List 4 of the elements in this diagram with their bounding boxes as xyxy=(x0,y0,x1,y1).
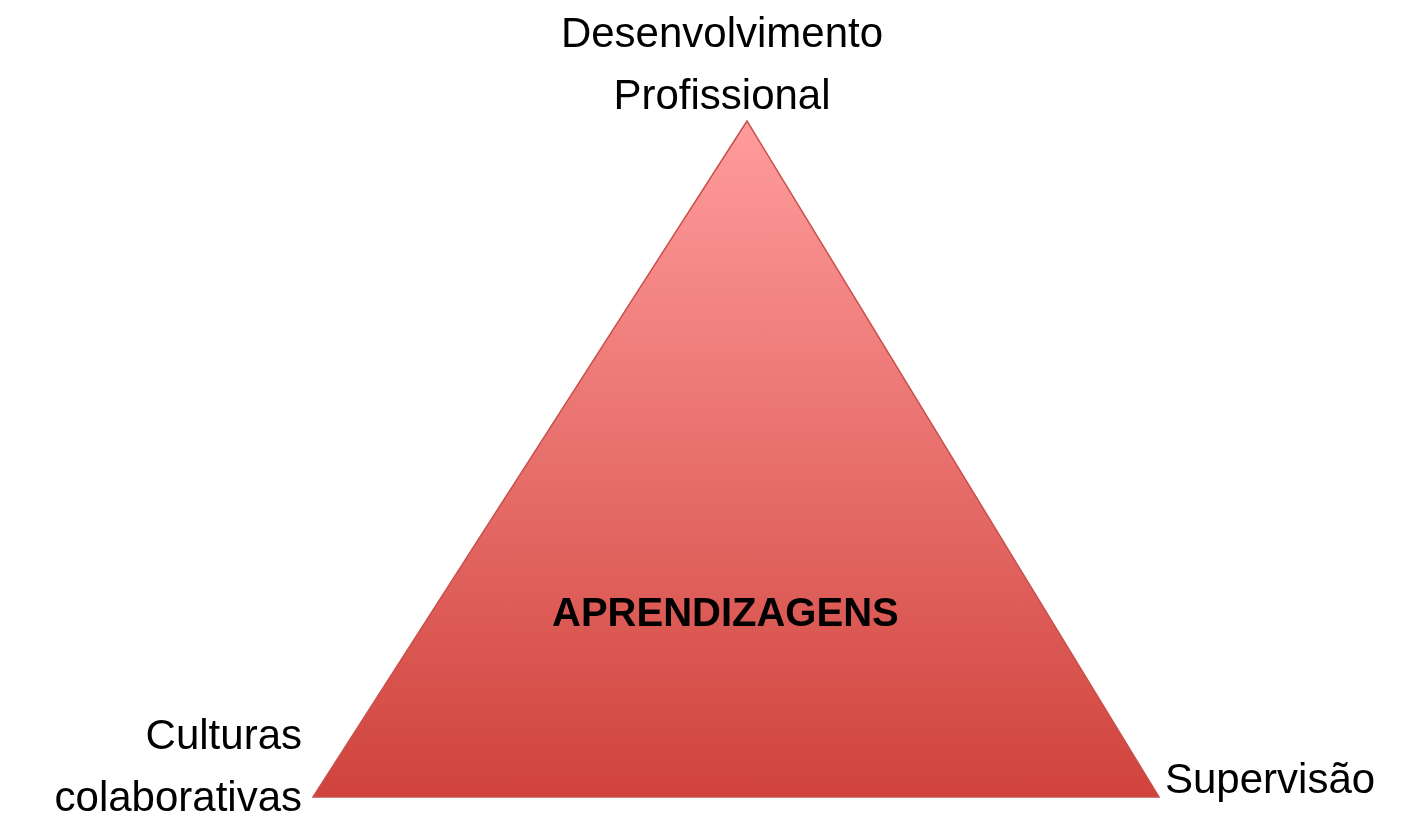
triangle-label: APRENDIZAGENS xyxy=(552,590,899,635)
corner-label: Culturas colaborativas xyxy=(53,710,302,818)
corner-label: Desenvolvimento Profissional xyxy=(559,8,885,120)
corner-label: Supervisão xyxy=(1165,754,1377,804)
